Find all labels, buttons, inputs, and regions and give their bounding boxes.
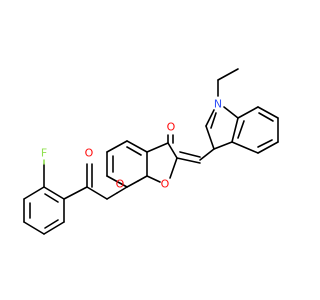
benzofuranone-core	[106, 134, 215, 188]
ketone-oxygen-label: O	[167, 121, 176, 134]
ester-carbonyl	[63, 163, 128, 200]
furan-oxygen-label: O	[161, 178, 170, 191]
indole-nitrogen-label: N	[214, 98, 222, 111]
ester-carbonyl-oxygen-label: O	[85, 147, 94, 160]
fluorine-label: F	[41, 147, 47, 160]
molecule-drawing: F O O O O N	[23, 68, 279, 235]
fluorophenyl-ring	[23, 163, 65, 235]
ester-oxygen-label: O	[116, 178, 125, 191]
indole-ring	[205, 68, 279, 154]
structure-canvas: F O O O O N	[23, 68, 279, 235]
